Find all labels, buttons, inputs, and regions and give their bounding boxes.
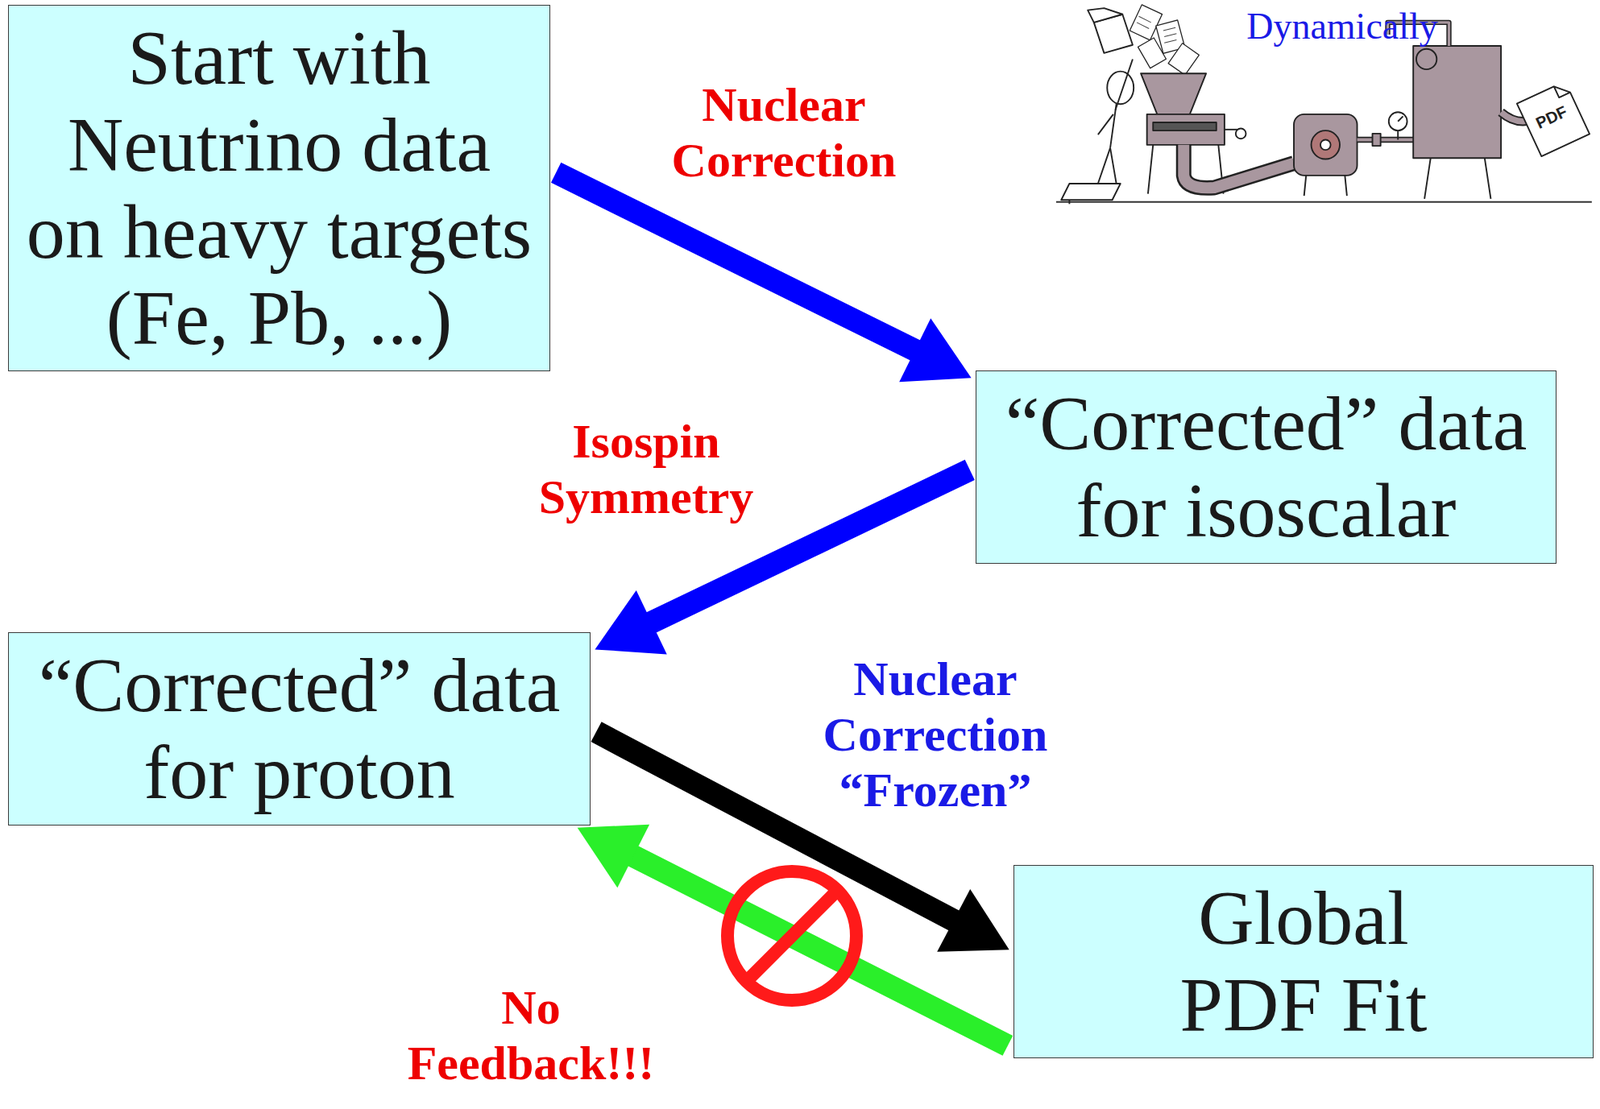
process-box: “Corrected” data for proton (8, 632, 591, 826)
box-text: Global PDF Fit (1129, 874, 1478, 1049)
arrow-shaft (627, 853, 1008, 1046)
arrow-head (899, 318, 971, 382)
edge-label: Isospin Symmetry (507, 414, 785, 526)
box-text: “Corrected” data for proton (21, 642, 577, 816)
arrow-connector (555, 172, 971, 382)
process-box: “Corrected” data for isoscalar (975, 370, 1557, 564)
process-box: Global PDF Fit (1013, 865, 1594, 1059)
caption-word: Dynamically (1246, 4, 1439, 48)
edge-label: Nuclear Correction (645, 77, 923, 189)
edge-label: No Feedback!!! (392, 980, 670, 1092)
arrow-shaft (555, 172, 921, 353)
arrow-head (577, 824, 650, 888)
process-box: Start with Neutrino data on heavy target… (8, 4, 551, 372)
no-entry-symbol (727, 871, 857, 1001)
box-text: “Corrected” data for isoscalar (989, 380, 1543, 554)
edge-label: Nuclear Correction “Frozen” (796, 651, 1074, 819)
machine-illustration (1056, 4, 1592, 204)
arrow-head (936, 889, 1010, 953)
arrow-head (594, 590, 667, 655)
box-text: Start with Neutrino data on heavy target… (22, 14, 535, 361)
